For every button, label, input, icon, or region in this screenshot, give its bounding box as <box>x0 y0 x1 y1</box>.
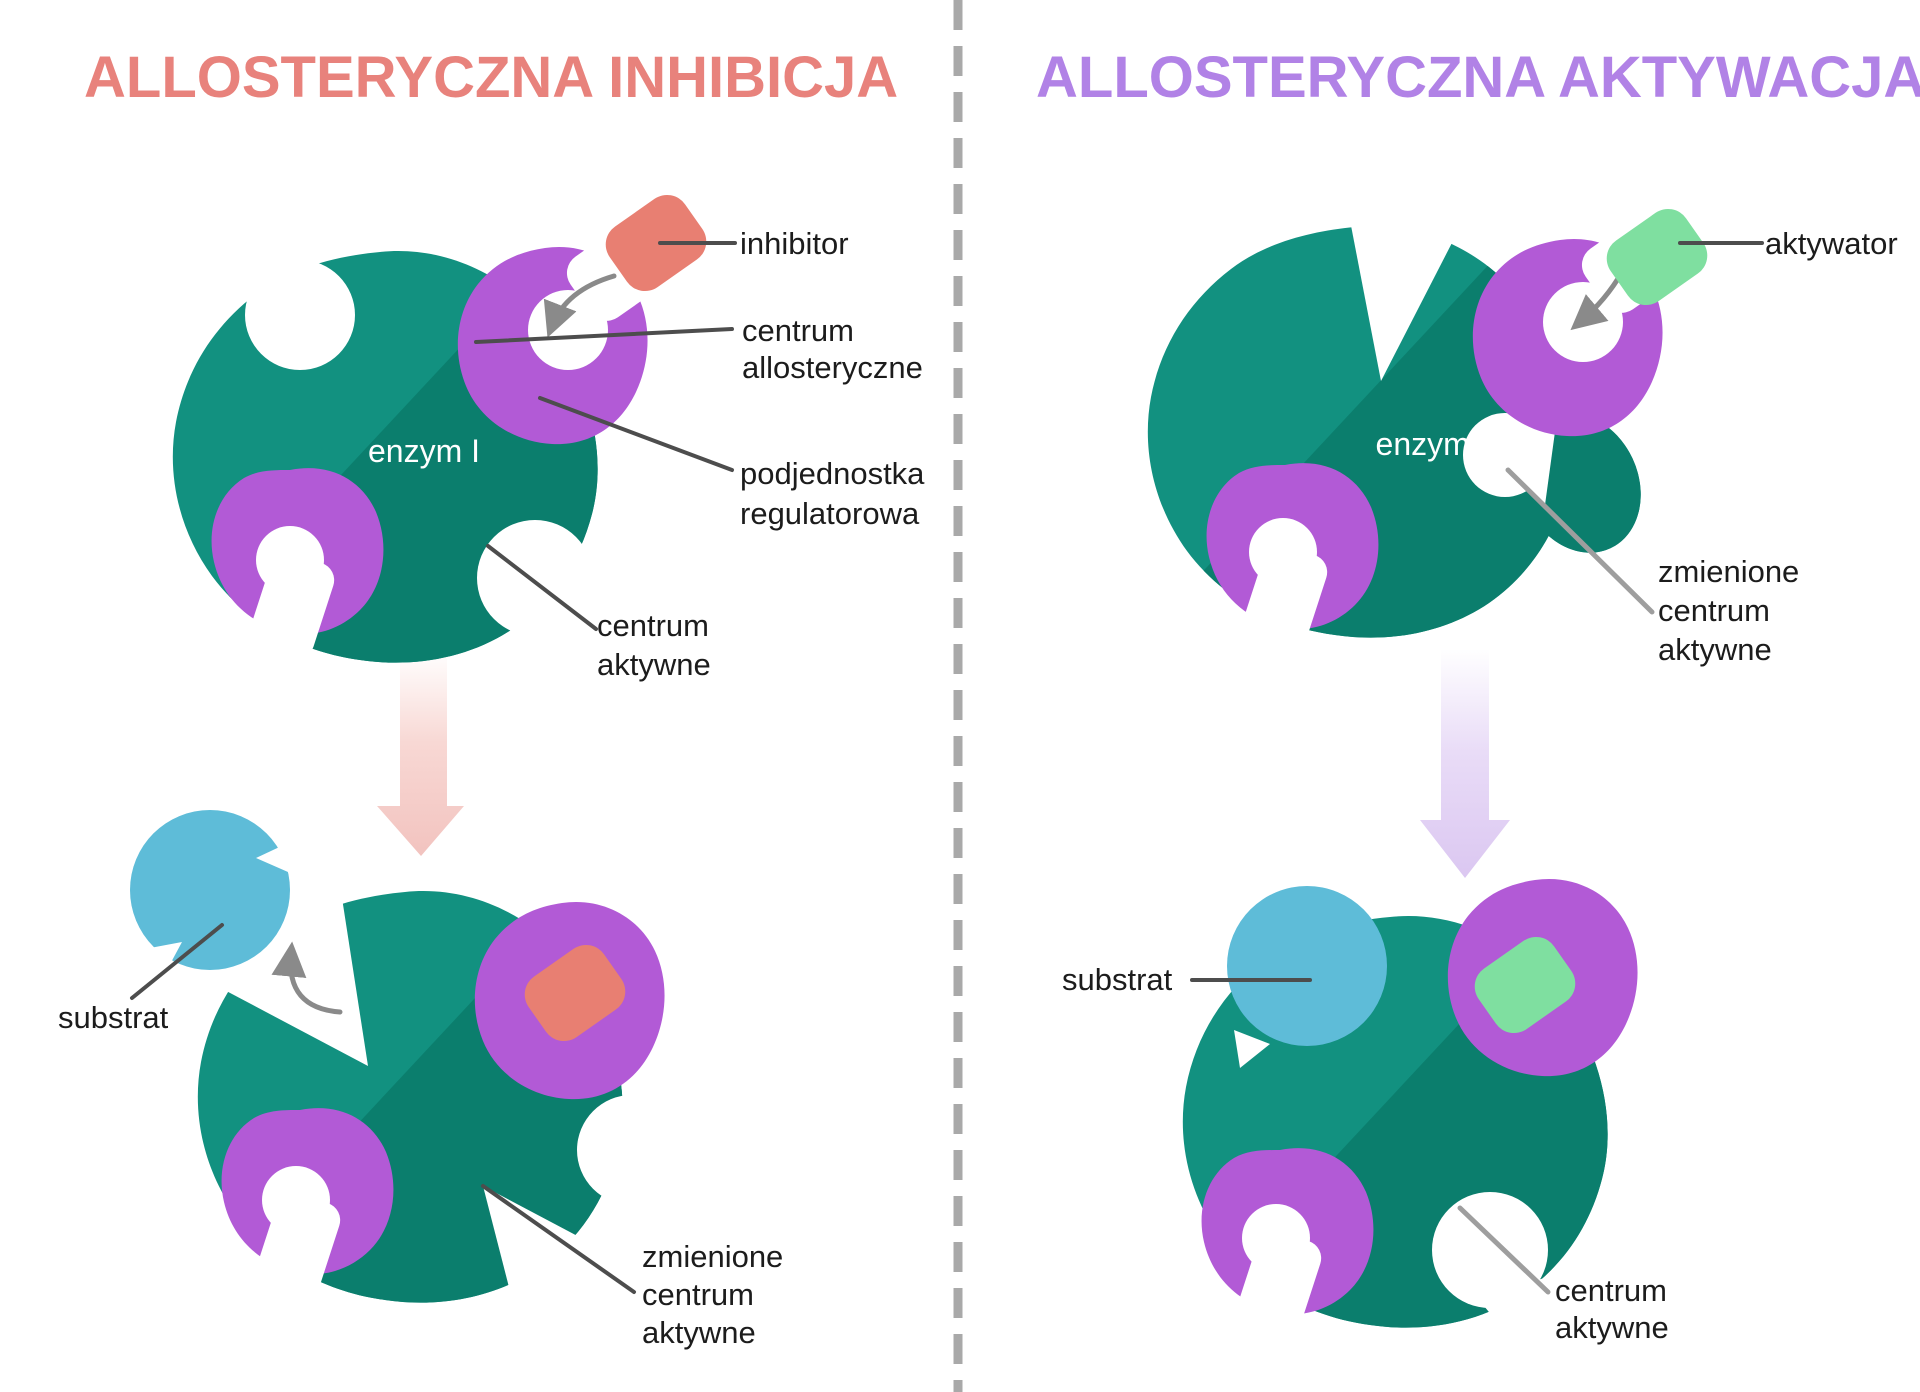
inhibition-down-arrow <box>377 652 464 856</box>
changed-active-center-right-line2: centrum <box>1658 593 1770 628</box>
substrate-notch-right <box>256 843 288 872</box>
changed-active-center-left-line3: aktywne <box>642 1315 756 1350</box>
changed-active-center-leader-line <box>481 1184 636 1294</box>
enzyme-1-active-site-notch <box>477 520 593 636</box>
inhibitor-label: inhibitor <box>740 226 849 261</box>
allosteric-center-line1: centrum <box>742 313 854 348</box>
lower-subunit-socket-opening <box>255 1192 341 1300</box>
substrate-leader-line <box>130 923 224 1000</box>
active-center-line2: aktywne <box>597 647 711 682</box>
activator-label: aktywator <box>1765 226 1898 261</box>
inhibitor-molecule <box>605 194 707 292</box>
bound-inhibitor-molecule <box>524 944 626 1042</box>
left-top-leader-lines <box>474 241 737 631</box>
changed-active-center-label-left: zmienione centrum aktywne <box>642 1238 783 1352</box>
lower-subunit-socket-opening <box>249 552 335 660</box>
substrate-rejected-arrow <box>271 941 343 1015</box>
inhibition-title: ALLOSTERYCZNA INHIBICJA <box>84 45 899 110</box>
active-center-label: centrum aktywne <box>597 606 711 684</box>
left-bottom-leader-lines <box>130 923 636 1294</box>
substrate-label-right: substrat <box>1062 962 1173 997</box>
activation-title: ALLOSTERYCZNA AKTYWACJA <box>1036 45 1920 110</box>
changed-active-center-label-right: zmienione centrum aktywne <box>1658 552 1799 669</box>
regulatory-subunit-label: podjednostka regulatorowa <box>740 454 924 534</box>
changed-active-center-left-line2: centrum <box>642 1277 754 1312</box>
substrate-molecule-bound <box>1227 886 1387 1046</box>
enzyme-2-shade <box>1147 226 1663 638</box>
right-bottom-leader-lines <box>1190 978 1551 1295</box>
enzyme-2-after <box>1182 878 1638 1350</box>
enzyme-1-before <box>172 194 707 663</box>
enzyme-2-before <box>1147 200 1708 652</box>
substrate-notch-bottom <box>150 942 182 968</box>
active-center-right-line2: aktywne <box>1555 1310 1669 1345</box>
allosteric-center-label: centrum allosteryczne <box>742 312 923 386</box>
allosteric-center-leader-line <box>474 327 734 344</box>
inhibited-enzyme-shade <box>197 891 623 1303</box>
activation-down-arrow <box>1420 650 1510 878</box>
activator-molecule <box>1606 208 1708 306</box>
changed-active-center-leader-line <box>1505 467 1655 615</box>
side-notch <box>577 1095 687 1205</box>
active-center-leader-line <box>1457 1205 1551 1295</box>
enzyme-1-name: enzym I <box>367 433 481 469</box>
substrate-molecule-rejected <box>130 810 290 970</box>
inhibitor-binding-arrow <box>543 273 617 338</box>
regulatory-subunit-line2: regulatorowa <box>740 496 920 531</box>
changed-active-center-left-line1: zmienione <box>642 1239 784 1274</box>
bound-activator-molecule <box>1474 936 1576 1034</box>
lower-subunit-socket-opening <box>1242 544 1328 652</box>
regulatory-subunit-line1: podjednostka <box>740 456 925 491</box>
active-center-label-right: centrum aktywne <box>1555 1272 1669 1346</box>
changed-active-site-cleft <box>1348 200 1474 381</box>
substrate-label-left: substrat <box>58 1000 169 1035</box>
bottom-notch <box>483 1186 585 1330</box>
active-site-notch-opening <box>1475 1278 1545 1350</box>
right-top-leader-lines <box>1505 241 1764 615</box>
active-center-leader-line <box>486 544 598 631</box>
changed-active-center-right-line3: aktywne <box>1658 632 1772 667</box>
changed-active-center-right-line1: zmienione <box>1658 554 1800 589</box>
enzyme-1-after <box>130 810 687 1330</box>
regulatory-subunit-leader-line <box>538 396 734 472</box>
enzyme-2-name: enzym II <box>1375 426 1497 462</box>
lower-subunit-socket-opening <box>1236 1230 1322 1338</box>
enzyme-1-top-notch <box>245 260 355 370</box>
binding-pocket-tooth-lower <box>1234 1030 1270 1068</box>
active-center-right-line1: centrum <box>1555 1273 1667 1308</box>
active-center-line1: centrum <box>597 608 709 643</box>
active-site-notch <box>1432 1192 1548 1308</box>
allosteric-center-line2: allosteryczne <box>742 350 923 385</box>
